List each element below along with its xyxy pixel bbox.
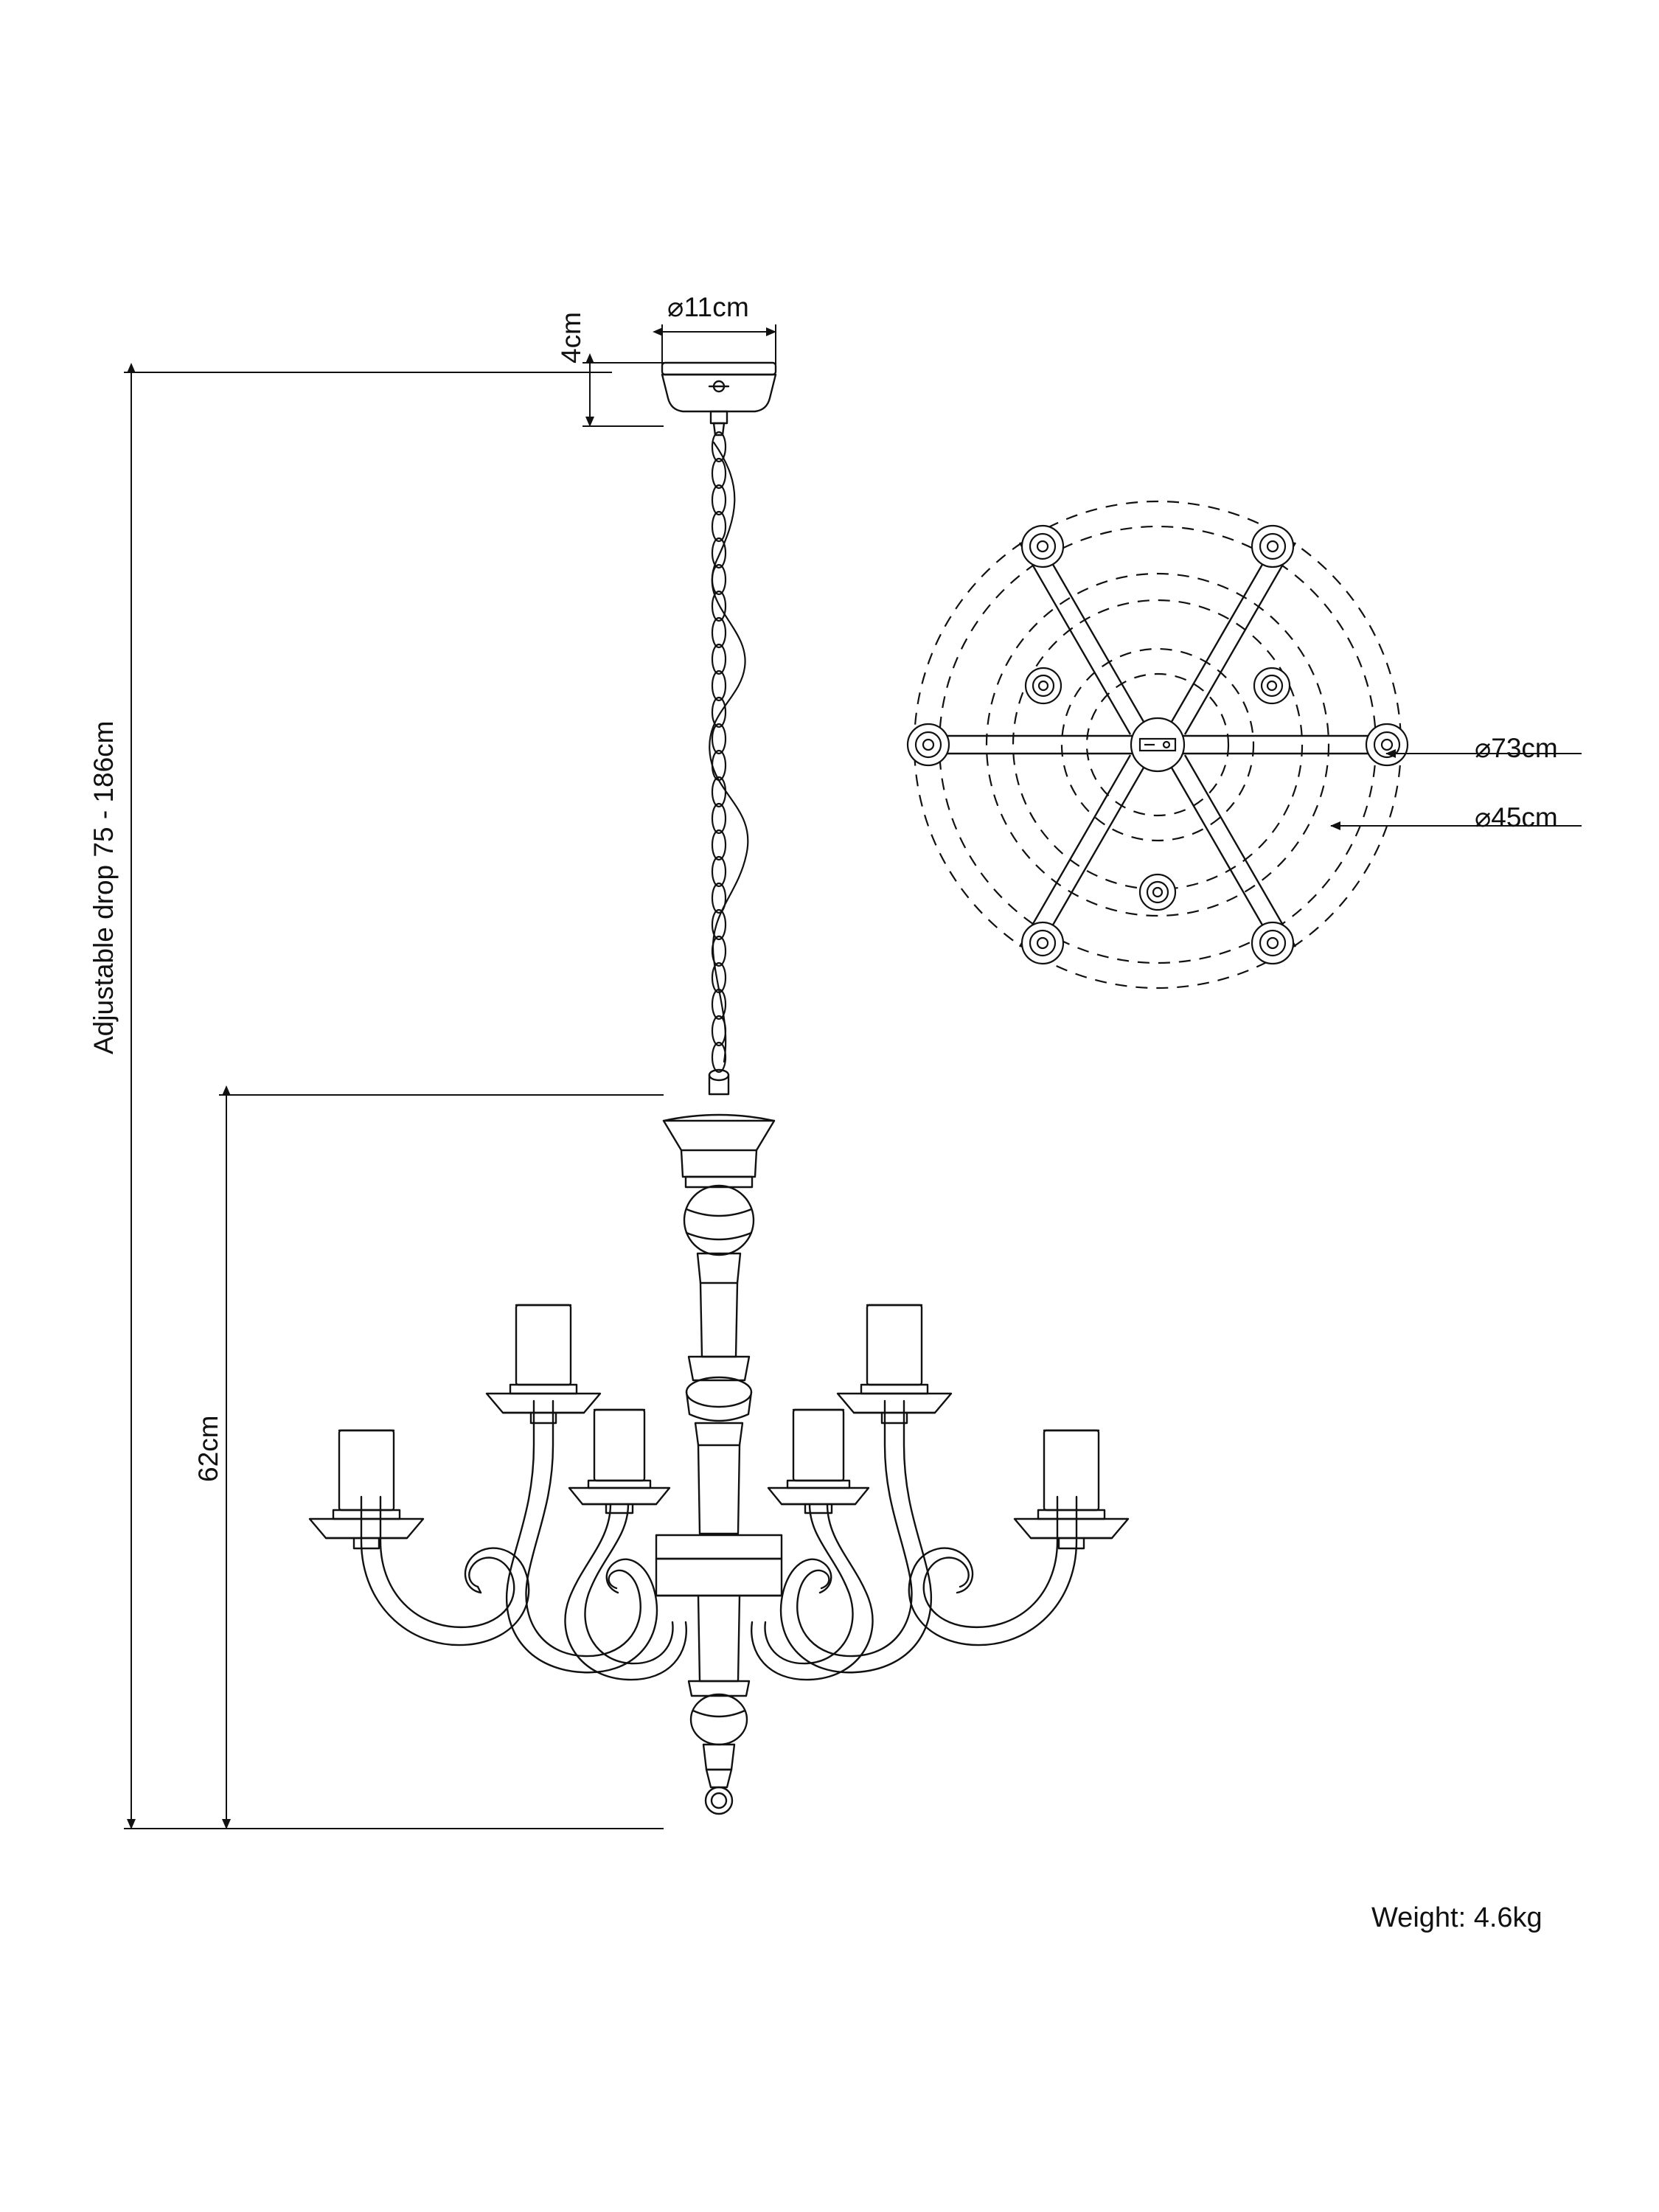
dimension-label-rose-height: 4cm [556, 312, 586, 364]
arms-left [360, 1399, 687, 1681]
dimension-label-body-height: 62cm [193, 1415, 223, 1482]
dimension-label-adjustable-drop: Adjustable drop 75 - 186cm [88, 720, 119, 1055]
plan-outer-cups [906, 524, 1409, 965]
candle-holder-mid-left [485, 1304, 602, 1425]
candle-holder-outer-right [1013, 1429, 1130, 1550]
dimension-label-rose-diameter: ⌀11cm [667, 292, 750, 322]
candle-holder-inner-left [568, 1408, 671, 1514]
body-lower [655, 1534, 783, 1815]
candle-holder-inner-right [767, 1408, 870, 1514]
weight-label: Weight: 4.6kg [1371, 1902, 1543, 1933]
body-mid-collar [685, 1355, 753, 1535]
plan-view-group [906, 500, 1409, 990]
suspension-chain [709, 431, 749, 1074]
arms-right [751, 1399, 1078, 1681]
dimension-label-inner-diameter: ⌀45cm [1475, 802, 1558, 832]
dimension-label-outer-diameter: ⌀73cm [1475, 733, 1558, 763]
ceiling-rose [661, 361, 777, 437]
candle-holder-outer-left [308, 1429, 425, 1550]
dimension-lines [124, 324, 1582, 1829]
plan-inner-cups [1024, 667, 1291, 911]
front-view-group [308, 361, 1130, 1815]
body-upper [662, 1068, 776, 1358]
candle-holders [308, 1304, 1130, 1550]
candle-holder-mid-right [836, 1304, 953, 1425]
